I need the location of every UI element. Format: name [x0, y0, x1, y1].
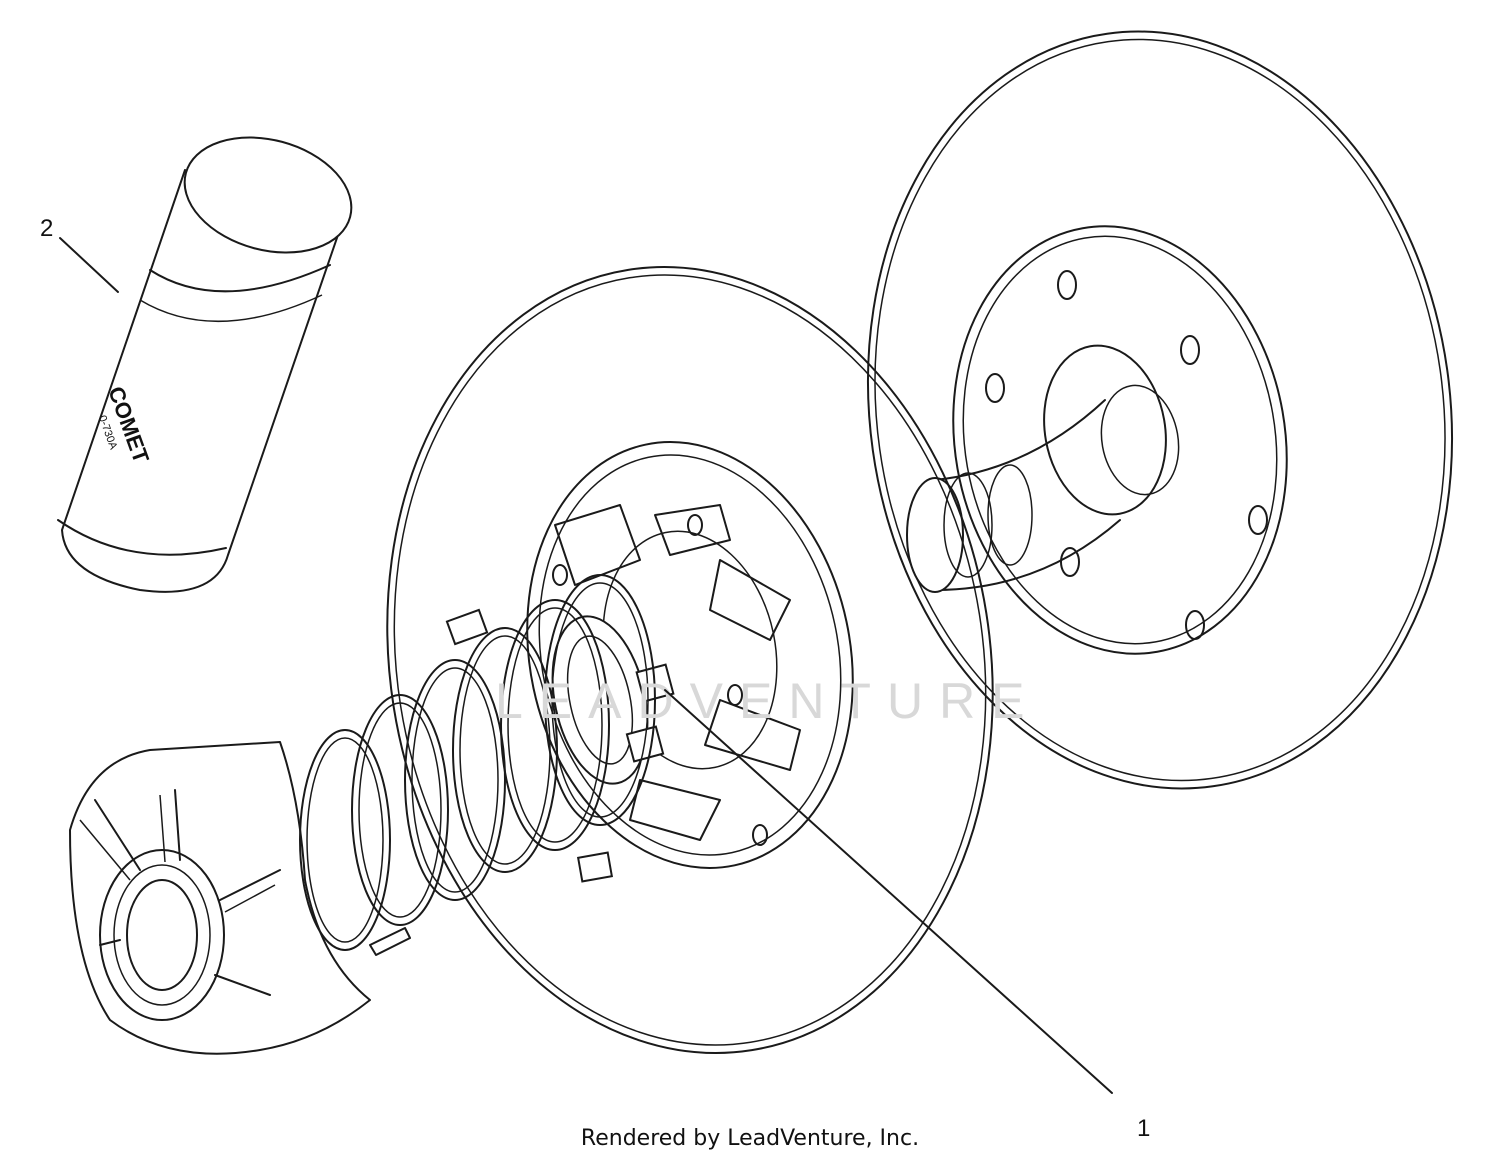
callout-1: 1	[1137, 1115, 1150, 1142]
spray-can: COMET 0-730A	[57, 136, 353, 593]
spring	[299, 574, 656, 956]
leader-line-2	[59, 237, 119, 293]
moveable-sheave	[386, 266, 994, 1054]
watermark: LEADVENTURE	[495, 673, 1041, 729]
footer-credit: Rendered by LeadVenture, Inc.	[580, 1126, 920, 1151]
rear-sheave	[866, 30, 1454, 790]
bolt-holes	[985, 270, 1268, 640]
leader-line-1	[664, 689, 1113, 1094]
callout-2: 2	[40, 215, 53, 242]
cover	[69, 741, 371, 1055]
